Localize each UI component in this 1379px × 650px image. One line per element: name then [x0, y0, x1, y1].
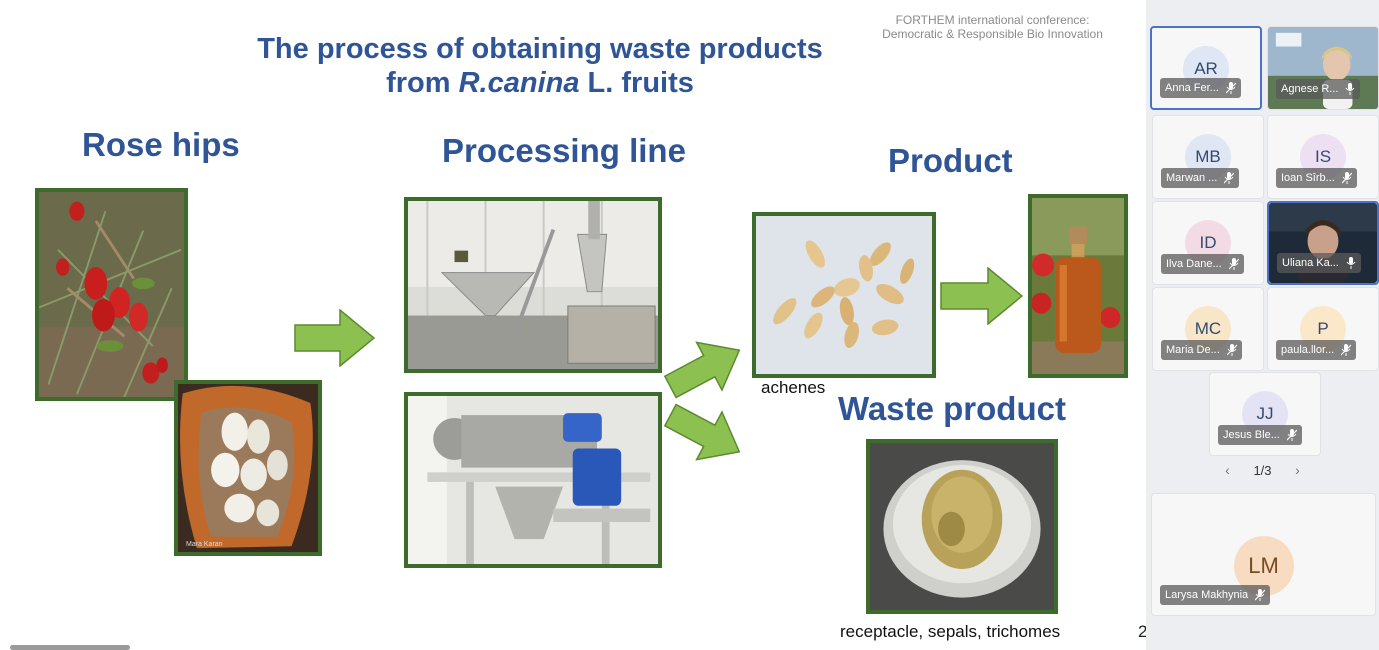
featured-participant-tile[interactable]: LM Larysa Makhynia: [1151, 493, 1376, 616]
shared-slide: FORTHEM international conference: Democr…: [0, 0, 1146, 650]
slide-page-number: 2: [1138, 622, 1146, 641]
photo-credit: Mara Karan: [186, 541, 223, 548]
heading-processing-line: Processing line: [442, 132, 686, 169]
gallery-pager: ‹ 1/3 ›: [1146, 462, 1379, 484]
participant-name-bar: Maria De...: [1161, 340, 1242, 360]
participant-name-bar: Ioan Sîrb...: [1276, 168, 1357, 188]
mic-muted-icon: [1346, 257, 1356, 269]
horizontal-scrollbar[interactable]: [10, 645, 130, 650]
heading-waste-product: Waste product: [838, 390, 1066, 427]
participant-name: Ioan Sîrb...: [1281, 172, 1335, 184]
rose-hips-photo: [35, 188, 188, 401]
cut-rose-hip-photo: Mara Karan: [174, 380, 322, 556]
heading-product: Product: [888, 142, 1013, 179]
arrow-right-1: [294, 309, 376, 367]
participant-name: paula.llor...: [1281, 344, 1335, 356]
participant-tile[interactable]: Uliana Ka...: [1267, 201, 1379, 285]
arrow-up-right: [663, 341, 741, 399]
chevron-right-icon[interactable]: ›: [1295, 462, 1300, 478]
oil-product-photo: [1028, 194, 1128, 378]
participant-tile[interactable]: Agnese R...: [1267, 26, 1379, 110]
participant-name: Marwan ...: [1166, 172, 1218, 184]
mic-muted-icon: [1255, 589, 1266, 601]
achenes-photo: [752, 212, 936, 378]
participant-name: Ilva Dane...: [1166, 258, 1222, 270]
pager-label: 1/3: [1253, 463, 1272, 478]
mic-muted-icon: [1341, 172, 1352, 184]
mic-muted-icon: [1346, 83, 1355, 95]
heading-rose-hips: Rose hips: [82, 126, 240, 163]
conference-label: FORTHEM international conference: Democr…: [882, 13, 1103, 41]
participant-name: Agnese R...: [1281, 83, 1339, 95]
participant-name: Anna Fer...: [1165, 82, 1219, 94]
participant-name-bar: Marwan ...: [1161, 168, 1240, 188]
chevron-left-icon[interactable]: ‹: [1225, 462, 1230, 478]
slide-title: The process of obtaining waste products …: [257, 33, 823, 99]
participant-name: Jesus Ble...: [1223, 429, 1280, 441]
participant-name-bar: Uliana Ka...: [1277, 253, 1361, 273]
mic-muted-icon: [1224, 172, 1235, 184]
participant-name-bar: Larysa Makhynia: [1160, 585, 1271, 605]
arrow-down-right: [663, 403, 741, 461]
arrow-right-2: [940, 267, 1024, 325]
mic-muted-icon: [1228, 258, 1239, 270]
participant-name-bar: Agnese R...: [1276, 79, 1361, 99]
waste-caption: receptacle, sepals, trichomes: [840, 622, 1061, 641]
participant-name-bar: paula.llor...: [1276, 340, 1357, 360]
processing-hopper-photo: [404, 197, 662, 373]
participant-name-bar: Anna Fer...: [1160, 78, 1241, 98]
mic-muted-icon: [1226, 344, 1237, 356]
participant-name: Uliana Ka...: [1282, 257, 1339, 269]
participant-name: Larysa Makhynia: [1165, 589, 1249, 601]
mic-muted-icon: [1286, 429, 1297, 441]
participant-name-bar: Ilva Dane...: [1161, 254, 1244, 274]
mic-muted-icon: [1225, 82, 1236, 94]
waste-product-photo: [866, 439, 1058, 614]
participant-name: Maria De...: [1166, 344, 1220, 356]
achenes-caption: achenes: [761, 378, 826, 397]
mic-muted-icon: [1341, 344, 1352, 356]
participant-name-bar: Jesus Ble...: [1218, 425, 1302, 445]
processing-machine-photo: [404, 392, 662, 568]
